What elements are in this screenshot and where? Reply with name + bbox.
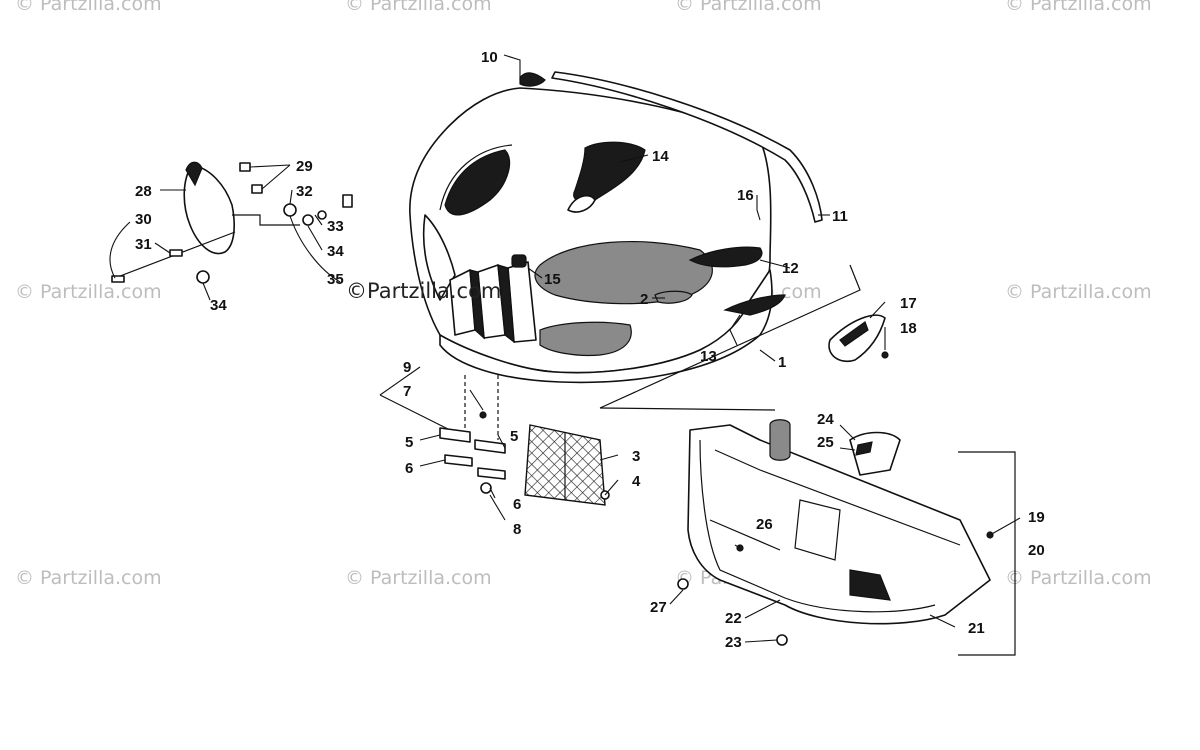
nut-32 [283,203,297,217]
callout-3: 3 [632,448,640,465]
callout-19: 19 [1028,509,1045,526]
screw-18 [881,351,889,359]
callout-8: 8 [513,521,521,538]
callout-29: 29 [296,158,313,175]
hood-side-decal-lower [723,294,786,316]
watermark-text: © Partzilla.com [1005,0,1152,15]
watermark-text: © Partzilla.com [15,281,162,303]
bracket-rod [379,394,451,431]
callout-9: 9 [403,359,411,376]
callout-11: 11 [832,208,848,225]
callout-22: 22 [725,610,742,627]
plate-6b [477,467,506,480]
watermark-text: © Partzilla.com [1005,567,1152,589]
callout-24: 24 [817,411,834,428]
washer-34b [317,210,327,220]
hood-recess [534,240,713,305]
callout-6a: 6 [405,460,413,477]
callout-13: 13 [700,348,717,365]
screw-29 [239,162,251,172]
nut-23 [776,634,788,646]
callout-7: 7 [403,383,411,400]
watermark-text: © Partzilla.com [1005,281,1152,303]
callout-labels: 10 11 12 13 14 15 16 2 1 17 18 9 7 5 5 6… [135,49,1045,651]
callout-17: 17 [900,295,917,312]
bolt-33 [342,194,353,208]
callout-35: 35 [327,271,344,288]
molding-clip [519,72,546,87]
storage-bracket-line [958,451,1016,656]
plate-6a [444,454,473,467]
screw-30 [111,275,125,283]
windshield-assembly [111,161,353,284]
callout-21: 21 [968,620,985,637]
hood-headlight [539,321,632,357]
hood-scoop-left-edge [439,144,513,211]
callout-28: 28 [135,183,152,200]
hood-bracket-line [599,264,861,411]
hood-emblem [654,290,693,304]
grille-screen-assembly [379,375,610,506]
nut-8 [480,482,492,494]
side-bracket-assembly [828,314,889,362]
callout-26: 26 [756,516,773,533]
callout-33: 33 [327,218,344,235]
watermark-text: © Partzilla.com [15,567,162,589]
callout-25: 25 [817,434,834,451]
windshield-panel [183,164,235,255]
storage-box-assembly [677,419,1016,656]
callout-15: 15 [544,271,561,288]
callout-20: 20 [1028,542,1045,559]
watermark-text: © Partzilla.com [345,0,492,15]
bracket-5a [439,427,471,443]
molding-strip [551,71,823,223]
hood-fascia [439,269,773,384]
callout-18: 18 [900,320,917,337]
callout-6b: 6 [513,496,521,513]
watermark-text: © Partzilla.com [15,0,162,15]
bracket-5b [474,439,506,454]
callout-1: 1 [778,354,786,371]
leader-lines [109,54,1021,643]
callout-32: 32 [296,183,313,200]
washer-34c [196,270,210,284]
cylinder-pad [769,419,791,461]
callout-12: 12 [782,260,799,277]
callout-5a: 5 [405,434,413,451]
watermark-main: ©Partzilla.com [346,279,501,303]
callout-31: 31 [135,236,152,253]
callout-34b: 34 [210,297,227,314]
callout-23: 23 [725,634,742,651]
screw-29b [251,184,263,194]
windshield-mount-line [232,214,300,226]
hood-fin-left [422,214,456,301]
hood-decal-tip [567,194,596,213]
callout-4: 4 [632,473,641,490]
callout-30: 30 [135,211,152,228]
callout-10: 10 [481,49,498,66]
hood-side-decal [688,246,763,268]
watermark-text: © Partzilla.com [675,0,822,15]
callout-14: 14 [652,148,669,165]
callout-2: 2 [640,291,648,308]
washer-34 [302,214,314,226]
callout-16: 16 [737,187,754,204]
watermark-text: © Partzilla.com [345,567,492,589]
callout-34a: 34 [327,243,344,260]
screw-7 [479,411,487,419]
hood-scoop-left [444,149,511,216]
callout-27: 27 [650,599,667,616]
storage-box-lid-tab [849,431,901,476]
nut-27 [677,578,689,590]
callout-5b: 5 [510,428,518,445]
hood-grille [449,261,537,344]
spring-31 [169,249,183,257]
hood-molding [519,71,823,223]
hood-assembly [409,87,861,411]
hood-latch [511,254,527,268]
windshield-top-edge [185,161,203,187]
